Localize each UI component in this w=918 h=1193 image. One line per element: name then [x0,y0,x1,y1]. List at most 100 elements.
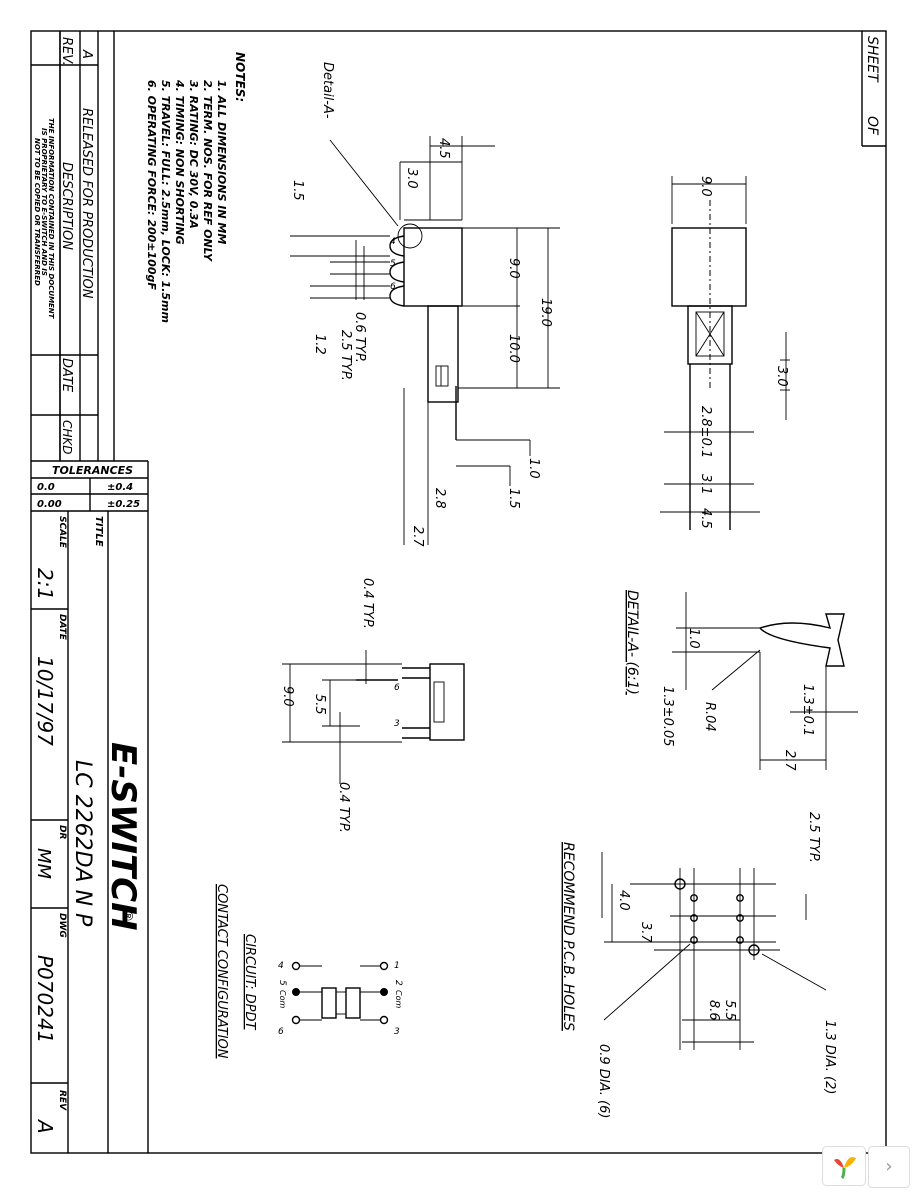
dwg-label: DWG [57,913,67,938]
pcb-hole-3 [690,936,698,944]
sheet-of-box: SHEET OF [861,31,886,147]
tol-val-2: ±0.25 [107,499,140,510]
switch-body [403,227,463,307]
dim-8-6-pcb: 8.6 [706,1000,721,1021]
top-view: 9.0 3.0 2.8±0.1 3.1 4.5 [660,176,790,530]
company-logo: E-SWITCH [103,742,143,931]
note-6: 6. OPERATING FORCE: 200±100gF [145,80,158,290]
date-col-header: DATE [59,358,74,393]
circuit-title: CIRCUIT: DPDT [242,934,257,1030]
dim-1-3-dia: 1.3 DIA. (2) [822,1020,837,1094]
pin-4 [389,235,405,257]
chkd-col-header: CHKD [60,420,74,455]
tol-val-1: ±0.4 [107,482,133,493]
dim-2-8: 2.8 [432,488,447,509]
dim-1-5-left: 1.5 [290,180,305,201]
registered-mark: ® [121,910,135,922]
dim-9-0-side: 9.0 [506,258,521,279]
circuit-pin-4: 4 [278,961,284,971]
tol-fmt-2: 0.00 [37,499,62,510]
pcb-hole-4 [736,894,744,902]
tolerances-title: TOLERANCES [52,464,133,477]
dim-3-1-top: 3.1 [698,474,713,495]
dr-value: MM [33,848,54,880]
dim-5-5-pcb: 5.5 [722,1000,737,1021]
app-logo-icon [822,1146,866,1186]
detail-a-title: DETAIL-A- (6:1) [624,590,640,695]
dim-2-8-top: 2.8±0.1 [698,406,713,458]
circuit-subtitle: CONTACT CONFIGURATION [214,884,229,1059]
pin-5 [389,261,405,283]
actuator-stem [427,305,459,403]
detail-a-callout: Detail-A- [320,62,335,119]
title-value: LC 2262DA N P [70,760,95,927]
dim-1-5-bottom: 1.5 [506,488,521,509]
pcb-hole-mount-1 [674,878,686,890]
dim-10-0: 10.0 [506,334,521,363]
circuit-pin-3: 3 [394,1027,400,1037]
circuit-pin-5: 5 [277,980,287,986]
dim-4-5-top: 4.5 [698,508,713,529]
bottom-view: 6 3 0.4 TYP. 5.5 9.0 0.4 TYP. [280,578,465,833]
rev-col-header: REV. [59,37,74,66]
dim-4-0-pcb: 4.0 [616,890,631,911]
dim-2-5-typ-pcb: 2.5 TYP. [806,812,821,863]
scale-value: 2:1 [33,568,57,600]
dim-9-0-bottom: 9.0 [280,686,295,707]
dim-1-0-side: 1.0 [526,458,541,479]
circuit-com-1: Com [394,990,403,1008]
proprietary-line-2: IS PROPRIETARY TO E-SWITCH AND IS [40,128,48,276]
note-3: 3. RATING: DC 30V, 0.3A [187,80,200,229]
notes-block: NOTES: 1. ALL DIMENSIONS IN MM 2. TERM. … [145,52,247,323]
dim-1-3-detail: 1.3±0.1 [800,684,815,736]
dim-3-0-top: 3.0 [774,366,789,387]
note-5: 5. TRAVEL: FULL: 2.5mm, LOCK: 1.5mm [159,80,172,323]
rev-label: REV [57,1090,67,1111]
circuit-pin-6: 6 [278,1027,284,1037]
dim-5-5-bottom: 5.5 [312,694,327,715]
pcb-hole-mount-2 [748,944,760,956]
note-1: 1. ALL DIMENSIONS IN MM [215,80,228,244]
dim-0-4-typ-top: 0.4 TYP. [360,578,375,629]
note-2: 2. TERM. NOS. FOR REF ONLY [201,80,214,262]
detail-a-view: 1.0 1.3±0.1 2.7 R.04 1.3±0.05 DETAIL-A- … [624,590,858,771]
date-label: DATE [57,614,67,641]
note-4: 4. TIMING: NON SHORTING [173,79,186,245]
title-strip: REV. DESCRIPTION DATE CHKD A RELEASED FO… [31,31,149,1153]
notes-heading: NOTES: [233,52,247,102]
dim-0-4-typ-bottom: 0.4 TYP. [336,782,351,833]
circuit-pin-2: 2 [393,980,403,986]
side-view: 4 5 6 19.0 9.0 10.0 4.5 3.0 1.5 [290,62,560,547]
dim-3-7-pcb: 3.7 [638,922,653,943]
pcb-hole-1 [690,894,698,902]
side-pin-5: 5 [390,259,396,269]
sheet-of-label: OF [864,116,880,136]
dim-1-0-detail: 1.0 [686,628,701,649]
rev-row-desc: RELEASED FOR PRODUCTION [79,108,94,299]
pin-6 [389,285,405,307]
dim-4-5-side: 4.5 [436,138,451,159]
next-page-icon[interactable]: › [868,1146,910,1188]
bottom-pin-6: 6 [394,683,400,693]
dr-label: DR [57,825,67,839]
dim-1-3-005: 1.3±0.05 [660,686,675,747]
circuit-diagram: 1 2 Com 3 4 5 Com 6 CIRCUIT: DPDT CONTAC… [214,884,403,1059]
title-block: TITLE LC 2262DA N P SCALE 2:1 DATE 10/17… [31,511,143,1153]
tolerances-block: TOLERANCES 0.0 ±0.4 0.00 ±0.25 [31,464,148,512]
bottom-body [429,663,465,741]
dim-2-7-side: 2.7 [410,526,425,547]
rev-row-letter: A [79,49,94,59]
title-label: TITLE [93,516,104,547]
detail-a-pin-shape [758,613,845,667]
scale-label: SCALE [57,516,67,549]
dwg-value: P070241 [33,955,57,1043]
side-pin-6: 6 [390,282,396,292]
proprietary-line-1: THE INFORMATION CONTAINED IN THIS DOCUME… [47,118,55,320]
bottom-pin-3: 3 [394,719,400,729]
dim-0-9-dia: 0.9 DIA. (6) [596,1044,611,1118]
pcb-view: 2.5 TYP. 4.0 3.7 5.5 8.6 1.3 DIA. (2) 0.… [560,812,837,1118]
pcb-title: RECOMMEND P.C.B. HOLES [560,842,576,1031]
circuit-com-2: Com [278,990,287,1008]
